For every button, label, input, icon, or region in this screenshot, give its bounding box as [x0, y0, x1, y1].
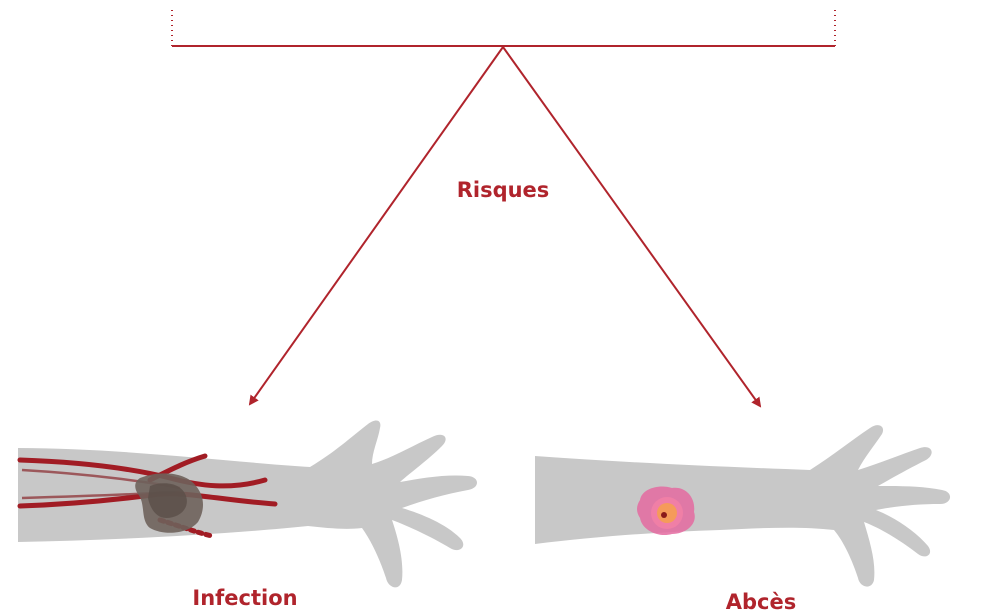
top-bracket — [172, 10, 835, 46]
arrow-to-infection — [250, 47, 503, 404]
risks-label: Risques — [457, 178, 550, 202]
infection-label: Infection — [192, 586, 297, 610]
arrow-to-abscess — [503, 47, 760, 406]
abscess-label: Abcès — [726, 590, 796, 614]
abscess-arm-icon — [535, 425, 950, 586]
infected-arm-icon — [18, 421, 477, 588]
